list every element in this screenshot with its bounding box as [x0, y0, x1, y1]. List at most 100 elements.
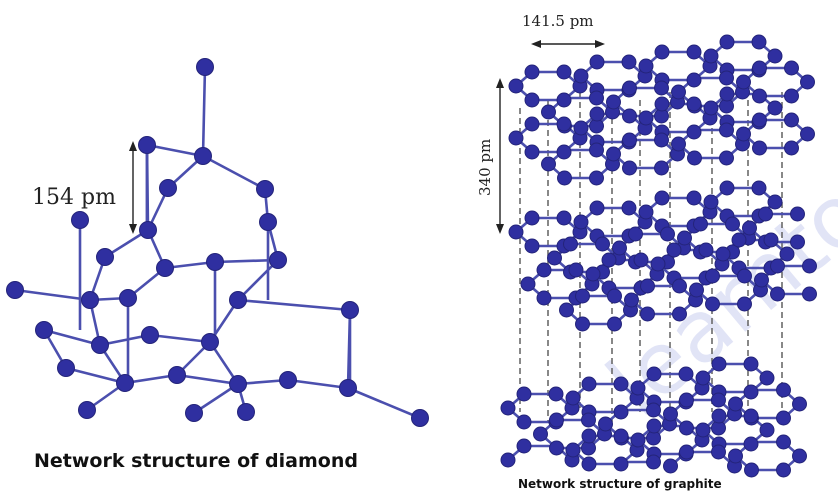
diamond-atoms: [6, 58, 429, 427]
graphite-atom: [743, 436, 759, 452]
diamond-bond: [64, 366, 127, 385]
diamond-atom: [91, 336, 109, 354]
graphite-atom: [598, 416, 613, 432]
graphite-atom: [646, 454, 661, 470]
diamond-atom: [196, 58, 214, 76]
graphite-atom: [621, 200, 637, 216]
graphite-atom: [516, 438, 532, 454]
graphite-atom: [638, 110, 654, 126]
graphite-atom: [646, 418, 662, 434]
graphite-atom: [744, 462, 759, 478]
diamond-atom: [159, 179, 177, 197]
graphite-atom: [508, 224, 524, 240]
graphite-atom: [581, 412, 596, 428]
graphite-atom: [742, 220, 757, 236]
graphite-atom: [725, 216, 740, 232]
diamond-bond: [286, 378, 350, 390]
graphite-atom: [719, 150, 734, 166]
graphite-atom: [638, 204, 654, 220]
graphite-atom: [719, 180, 735, 196]
graphite-atom: [751, 180, 767, 196]
graphite-atom: [581, 456, 597, 472]
diamond-atom: [411, 409, 429, 427]
diamond-structure: 154 pm Network structure of diamond: [6, 58, 429, 472]
diamond-atom: [57, 359, 75, 377]
graphite-atom: [589, 54, 605, 70]
graphite-atom: [556, 92, 572, 108]
diamond-bond: [201, 154, 267, 191]
graphite-atom: [800, 74, 815, 90]
graphite-atom: [776, 434, 791, 450]
graphite-atom: [589, 200, 605, 216]
diamond-atom: [138, 136, 156, 154]
graphite-atom: [679, 420, 694, 436]
graphite-atom: [711, 408, 727, 424]
graphite-atom: [595, 236, 610, 252]
graphite-atom: [767, 194, 783, 210]
graphite-atom: [767, 48, 783, 64]
graphite-atom: [628, 226, 643, 242]
diamond-atom: [156, 259, 174, 277]
graphite-atom: [573, 68, 589, 84]
graphite-atom: [719, 122, 734, 138]
graphite-atom: [686, 190, 702, 206]
diamond-atom: [141, 326, 159, 344]
graphite-atom: [752, 60, 767, 76]
graphite-atom: [612, 240, 627, 256]
diamond-bond: [346, 386, 422, 420]
graphite-atom: [776, 410, 791, 426]
diamond-atom: [229, 291, 247, 309]
graphite-atom: [686, 96, 702, 112]
graphite-atom: [585, 266, 601, 282]
diamond-atom: [341, 301, 359, 319]
graphite-atom: [686, 72, 702, 88]
graphite-atom: [613, 404, 629, 420]
graphite-atom: [549, 440, 564, 456]
graphite-atom: [601, 252, 617, 268]
diamond-bond: [145, 143, 205, 158]
diamond-bond: [201, 65, 207, 158]
graphite-atom: [784, 88, 799, 104]
graphite-atom: [672, 278, 687, 294]
graphite-atom: [654, 80, 669, 96]
graphite-atom: [613, 456, 629, 472]
graphite-atom: [693, 216, 708, 232]
diamond-caption: Network structure of diamond: [34, 450, 358, 472]
graphite-atom: [606, 94, 621, 110]
graphite-atom: [606, 146, 621, 162]
graphite-atom: [705, 296, 720, 312]
graphite-atom: [666, 242, 682, 258]
graphite-atom: [719, 34, 735, 50]
graphite-atom: [524, 238, 540, 254]
graphite-atom: [792, 448, 807, 464]
graphite-atom: [524, 144, 540, 160]
graphite-atom: [687, 150, 702, 166]
graphite-atom: [758, 206, 773, 222]
graphite-atom: [672, 306, 687, 322]
graphite-atom: [508, 78, 524, 94]
graphite-interlayer-marker: [496, 78, 504, 234]
graphite-atom: [737, 268, 752, 284]
diamond-bond: [236, 298, 352, 312]
diamond-atom: [339, 379, 357, 397]
graphite-atom: [524, 64, 540, 80]
graphite-atom: [743, 356, 759, 372]
graphite-atom: [784, 60, 799, 76]
graphite-atom: [711, 392, 726, 408]
diamond-atom: [168, 366, 186, 384]
graphite-atom: [784, 112, 799, 128]
graphite-atom: [556, 144, 572, 160]
graphite-atom: [622, 108, 637, 124]
graphite-atom: [705, 268, 720, 284]
graphite-atom: [703, 48, 719, 64]
graphite-atom: [575, 288, 590, 304]
graphite-atom: [752, 140, 767, 156]
graphite-atom: [541, 104, 556, 120]
diamond-atom: [78, 401, 96, 419]
graphite-atom: [548, 386, 564, 402]
graphite-atom: [533, 426, 548, 442]
graphite-atom: [556, 116, 572, 132]
graphite-atom: [678, 366, 694, 382]
